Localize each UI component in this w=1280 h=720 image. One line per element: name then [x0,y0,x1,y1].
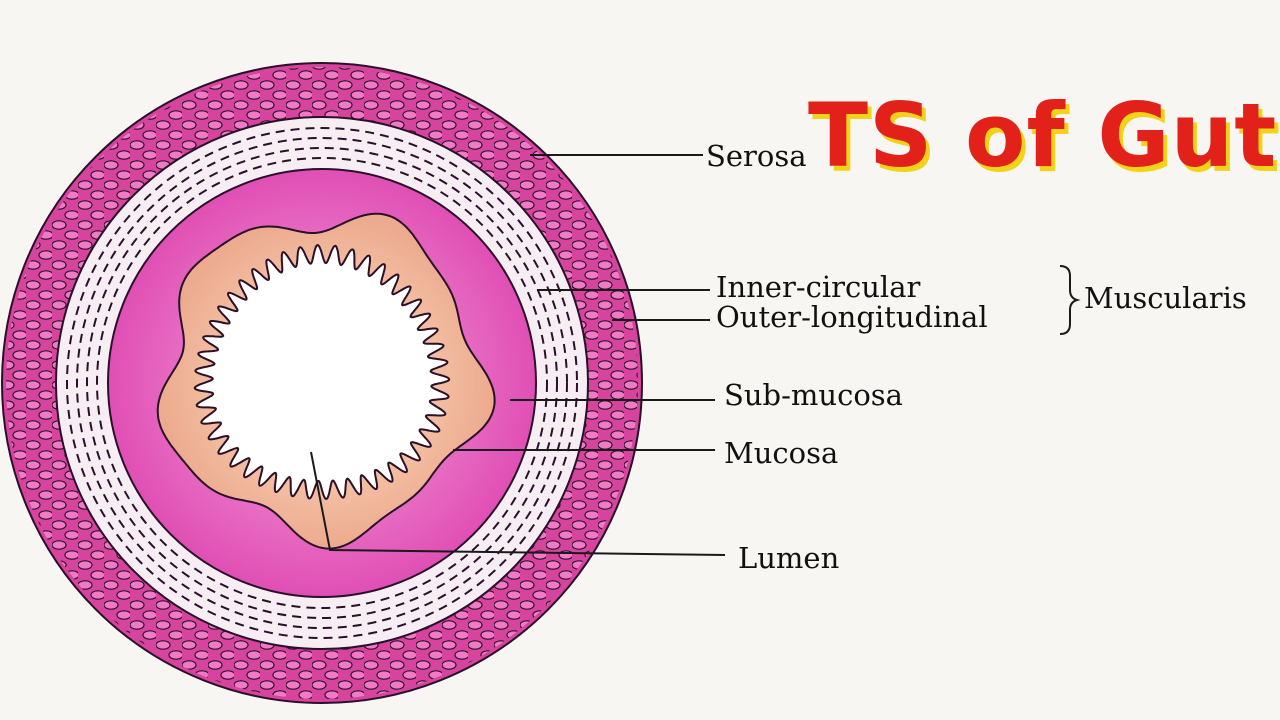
muscularis-brace [1059,265,1081,335]
muscle-dashes-2 [76,137,568,629]
inner-circular-dashes [96,157,548,609]
muscle-dashes-3 [86,147,558,619]
lumen-villi [193,244,451,500]
inner-circular-label: Inner-circular [716,270,921,304]
page-title: TS of Gut [808,84,1278,187]
sub-mucosa-label: Sub-mucosa [724,378,903,412]
outer-longitudinal-label: Outer-longitudinal [716,300,988,334]
serosa-label: Serosa [706,139,807,173]
lumen-leader [310,451,726,556]
muscularis-label: Muscularis [1084,281,1247,315]
lumen-label: Lumen [738,541,840,575]
mucosa-label: Mucosa [724,436,839,470]
outer-longitudinal-dashes [66,127,578,639]
